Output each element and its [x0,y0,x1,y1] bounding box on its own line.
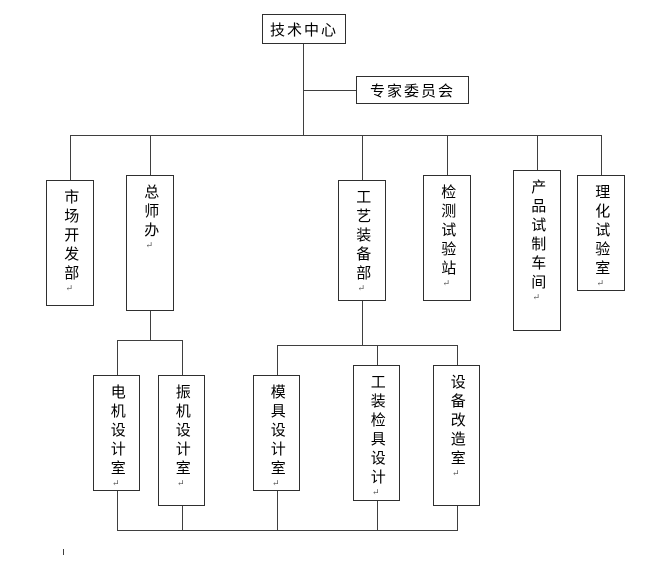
node-label: 工装检具设计 [368,374,385,488]
node-process-equipment: 工艺装备部↵ [338,180,386,301]
connector-drop-market [70,135,71,180]
node-label: 检测试验站 [439,184,456,279]
node-label: 设备改造室 [448,374,465,469]
connector-equipment-drop [457,345,458,365]
node-technical-center: 技术中心 [262,14,346,44]
node-physchem-lab: 理化试验室↵ [577,175,625,291]
node-label: 振机设计室 [173,384,190,479]
connector-motor-bottom [117,490,118,530]
node-expert-committee: 专家委员会 [356,76,469,104]
return-mark: ↵ [357,284,368,294]
node-label: 技术中心 [269,22,338,39]
return-mark: ↵ [596,279,607,289]
connector-equipment-bottom [457,505,458,530]
connector-mold-bottom [277,490,278,530]
connector-distributor [70,135,602,136]
node-label: 电机设计室 [108,384,125,479]
node-label: 理化试验室 [593,184,610,279]
node-equipment-modification: 设备改造室↵ [433,365,480,506]
return-mark: ↵ [532,293,543,303]
return-mark: ↵ [176,479,187,489]
connector-bottom-bus [117,530,458,531]
connector-process-branch [277,345,458,346]
connector-chief-branch [117,340,183,341]
connector-drop-chief [150,135,151,175]
connector-mold-drop [277,345,278,375]
connector-drop-trial [537,135,538,170]
connector-process-down [362,300,363,345]
return-mark: ↵ [111,479,122,489]
node-testing-station: 检测试验站↵ [423,175,471,301]
connector-committee [304,90,356,91]
node-chief-engineer-office: 总师办↵ [126,175,174,311]
node-mold-design: 模具设计室↵ [253,375,300,491]
connector-drop-process [362,135,363,180]
node-trial-workshop: 产品试制车间↵ [513,170,561,331]
node-label: 市场开发部 [62,189,79,284]
node-label: 总师办 [142,184,159,241]
node-tooling-design: 工装检具设计↵ [353,365,400,501]
connector-tooling-drop [377,345,378,365]
node-label: 工艺装备部 [354,189,371,284]
connector-trunk [303,44,304,136]
connector-vibration-drop [182,340,183,375]
node-market-development: 市场开发部↵ [46,180,94,306]
connector-drop-lab [601,135,602,175]
connector-tooling-bottom [377,500,378,530]
connector-chief-down [150,310,151,340]
return-mark: ↵ [65,284,76,294]
connector-motor-drop [117,340,118,375]
node-motor-design: 电机设计室↵ [93,375,140,491]
node-label: 专家委员会 [369,83,455,100]
node-label: 模具设计室 [268,384,285,479]
return-mark: ↵ [271,479,282,489]
return-mark: ↵ [442,279,453,289]
return-mark: ↵ [371,488,382,498]
node-vibration-design: 振机设计室↵ [158,375,205,506]
cursor-artifact [63,549,64,555]
return-mark: ↵ [145,241,156,251]
return-mark: ↵ [451,469,462,479]
connector-vibration-bottom [182,505,183,530]
node-label: 产品试制车间 [529,179,546,293]
connector-drop-testing [447,135,448,175]
